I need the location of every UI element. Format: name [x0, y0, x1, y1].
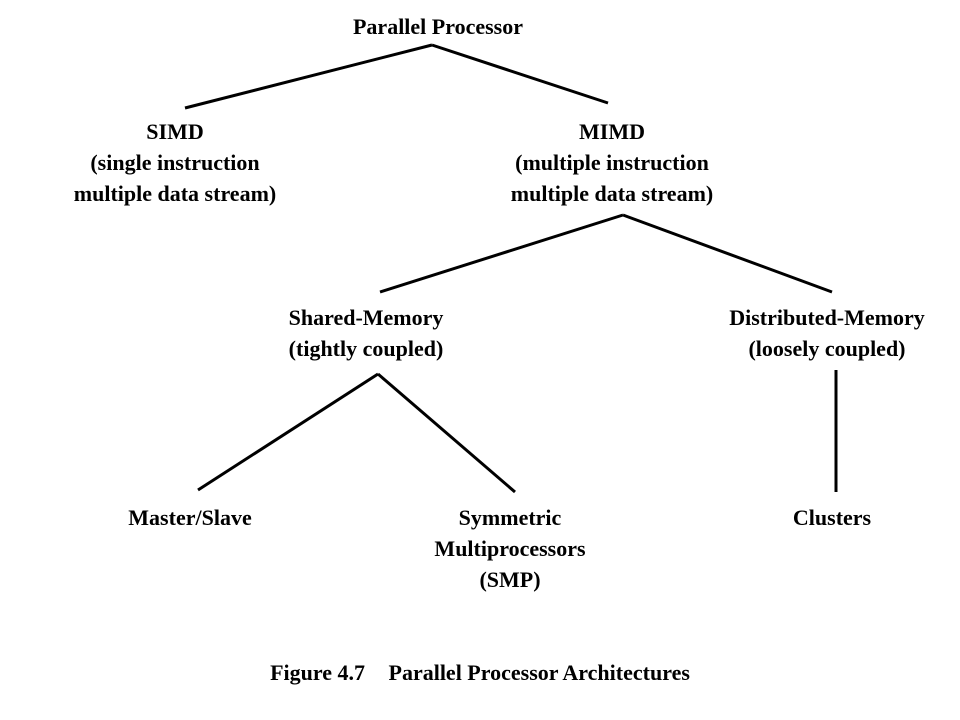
node-title: Symmetric: [458, 505, 562, 530]
node-subtitle: Multiprocessors: [434, 536, 586, 561]
node-subtitle: (SMP): [479, 567, 541, 592]
node-subtitle: (single instruction: [90, 150, 260, 175]
node-subtitle: (loosely coupled): [748, 336, 906, 361]
node-title: SIMD: [146, 119, 204, 144]
node-parallel-processor: Parallel Processor: [353, 11, 523, 42]
node-title: Master/Slave: [128, 505, 252, 530]
node-master-slave: Master/Slave: [128, 502, 251, 533]
edge-root-simd: [184, 43, 433, 110]
figure-title: Parallel Processor Architectures: [388, 660, 690, 685]
node-subtitle: multiple data stream): [510, 181, 714, 206]
node-title: Clusters: [792, 505, 872, 530]
node-subtitle: (tightly coupled): [288, 336, 444, 361]
node-shared-memory: Shared-Memory (tightly coupled): [289, 302, 444, 364]
node-simd: SIMD (single instruction multiple data s…: [74, 116, 276, 209]
figure-number: Figure 4.7: [270, 660, 365, 685]
edge-mimd-shared: [379, 213, 624, 294]
node-title: Distributed-Memory: [729, 305, 925, 330]
node-distributed-memory: Distributed-Memory (loosely coupled): [729, 302, 925, 364]
node-title: Parallel Processor: [352, 14, 524, 39]
node-mimd: MIMD (multiple instruction multiple data…: [511, 116, 713, 209]
node-subtitle: (multiple instruction: [515, 150, 709, 175]
edge-shared-master: [197, 372, 379, 492]
node-smp: Symmetric Multiprocessors (SMP): [434, 502, 585, 595]
figure-caption: Figure 4.7 Parallel Processor Architectu…: [0, 660, 960, 686]
node-subtitle: multiple data stream): [73, 181, 277, 206]
node-title: MIMD: [579, 119, 645, 144]
edge-shared-smp: [377, 372, 516, 494]
edge-mimd-distributed: [622, 213, 833, 294]
node-title: Shared-Memory: [288, 305, 444, 330]
edge-root-mimd: [431, 43, 609, 105]
node-clusters: Clusters: [793, 502, 871, 533]
